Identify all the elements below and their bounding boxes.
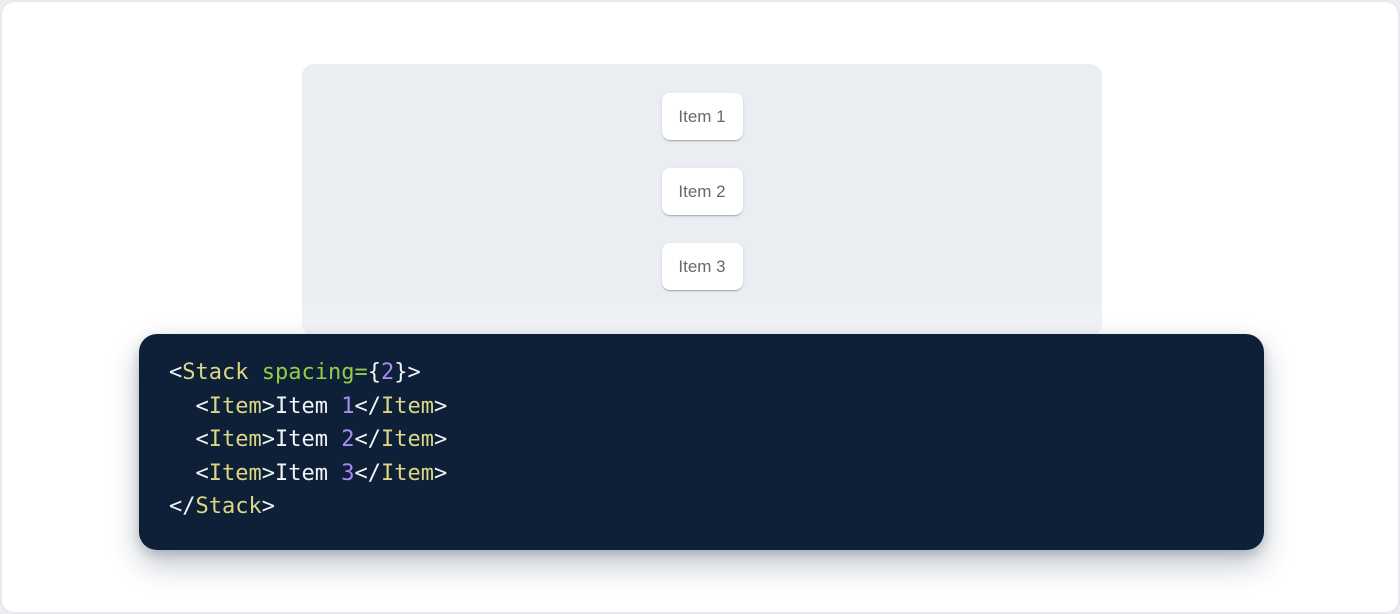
stack-demo: Item 1 Item 2 Item 3 bbox=[302, 93, 1102, 290]
stack-item-card: Item 1 bbox=[661, 93, 743, 140]
code-line: <Item>Item 3</Item> bbox=[195, 460, 448, 486]
code-block: <Stack spacing={2}> <Item>Item 1</Item> … bbox=[139, 334, 1264, 550]
stack-item-card: Item 2 bbox=[661, 168, 743, 215]
stack-demo-panel: Item 1 Item 2 Item 3 bbox=[302, 64, 1102, 336]
stack-item-card: Item 3 bbox=[661, 243, 743, 290]
code-line: </Stack> bbox=[169, 494, 275, 519]
code-lines: <Stack spacing={2}> <Item>Item 1</Item> … bbox=[169, 356, 1234, 524]
code-line: <Item>Item 1</Item> bbox=[195, 393, 448, 419]
code-line: <Stack spacing={2}> bbox=[169, 360, 421, 385]
code-line: <Item>Item 2</Item> bbox=[195, 427, 448, 452]
